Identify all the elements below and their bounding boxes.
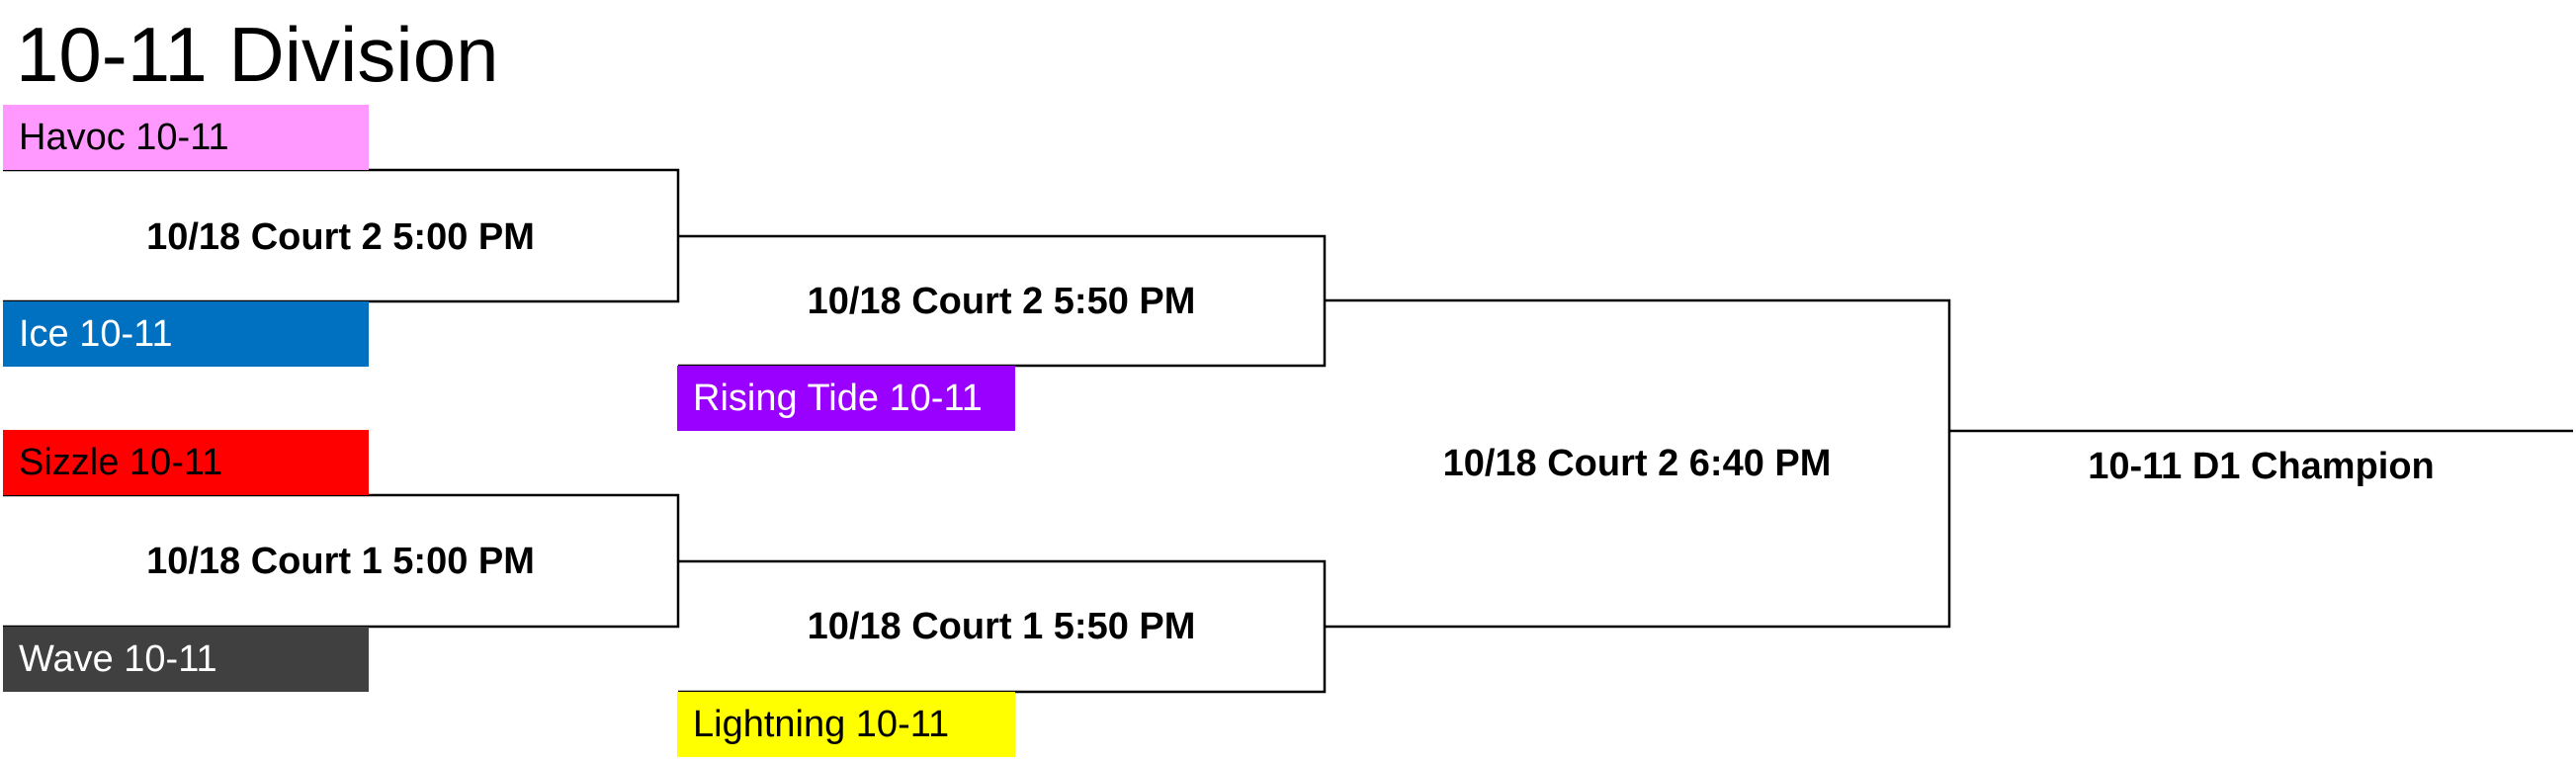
- team-label: Lightning 10-11: [693, 704, 950, 745]
- team-label: Rising Tide 10-11: [693, 378, 983, 419]
- team-label: Wave 10-11: [19, 638, 217, 680]
- team-rising-tide: Rising Tide 10-11: [677, 366, 1015, 431]
- page-title: 10-11 Division: [16, 11, 499, 98]
- bracket-line-g5: [1325, 298, 1951, 629]
- team-lightning: Lightning 10-11: [677, 692, 1015, 757]
- team-ice: Ice 10-11: [3, 301, 369, 367]
- game-label-g3: 10/18 Court 2 5:50 PM: [807, 281, 1196, 322]
- game-label-g2: 10/18 Court 1 5:00 PM: [146, 541, 535, 582]
- game-label-g5: 10/18 Court 2 6:40 PM: [1442, 443, 1832, 484]
- team-label: Havoc 10-11: [19, 117, 229, 158]
- champion-label: 10-11 D1 Champion: [2088, 446, 2435, 487]
- team-havoc: Havoc 10-11: [3, 105, 369, 170]
- game-label-g4: 10/18 Court 1 5:50 PM: [807, 606, 1196, 647]
- team-label: Sizzle 10-11: [19, 442, 223, 483]
- team-sizzle: Sizzle 10-11: [3, 430, 369, 495]
- team-label: Ice 10-11: [19, 313, 173, 355]
- team-wave: Wave 10-11: [3, 627, 369, 692]
- game-label-g1: 10/18 Court 2 5:00 PM: [146, 216, 535, 258]
